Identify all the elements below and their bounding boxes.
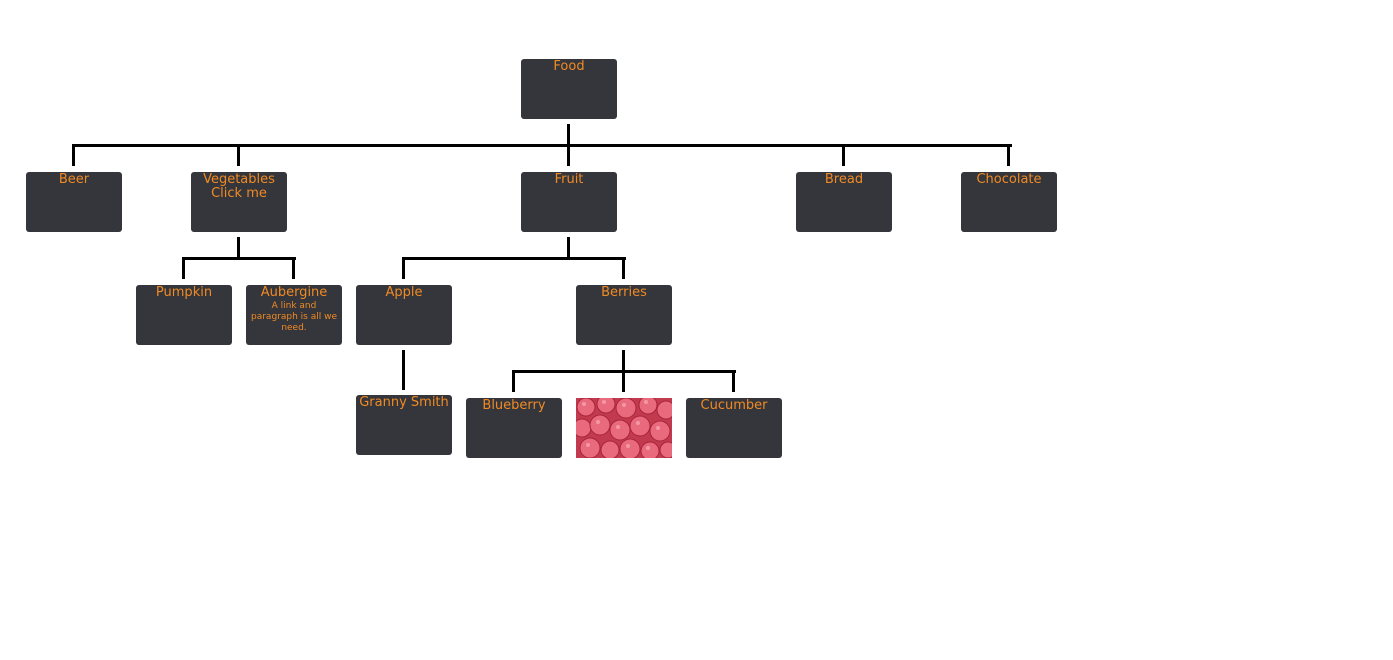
node-aubergine: Aubergine A link and paragraph is all we…	[246, 285, 342, 345]
connector-line	[402, 257, 626, 260]
node-granny-smith: Granny Smith	[356, 395, 452, 455]
aubergine-link[interactable]: Aubergine	[260, 285, 328, 300]
node-label: Vegetables	[203, 172, 275, 187]
connector-line	[842, 144, 845, 166]
node-berries: Berries	[576, 285, 672, 345]
node-label-group: Vegetables Click me	[191, 172, 287, 201]
connector-line	[622, 350, 625, 373]
connector-line	[567, 237, 570, 260]
node-cucumber: Cucumber	[686, 398, 782, 458]
node-apple: Apple	[356, 285, 452, 345]
raspberries-image	[576, 398, 672, 458]
node-label: Bread	[824, 172, 864, 187]
connector-line	[292, 257, 295, 279]
node-label: Granny Smith	[359, 395, 449, 410]
connector-line	[237, 237, 240, 260]
connector-line	[622, 370, 625, 392]
node-label: Chocolate	[976, 172, 1042, 187]
node-label: Pumpkin	[155, 285, 213, 300]
connector-line	[1007, 144, 1010, 166]
connector-line	[622, 257, 625, 279]
connector-line	[402, 350, 405, 390]
node-chocolate: Chocolate	[961, 172, 1057, 232]
node-fruit: Fruit	[521, 172, 617, 232]
node-paragraph: A link and paragraph is all we need.	[251, 301, 337, 333]
node-vegetables: Vegetables Click me	[191, 172, 287, 232]
connector-line	[237, 144, 240, 166]
node-beer: Beer	[26, 172, 122, 232]
node-label: Berries	[601, 285, 647, 300]
click-me-link[interactable]: Click me	[211, 186, 267, 201]
node-bread: Bread	[796, 172, 892, 232]
raspberries-photo	[576, 398, 672, 458]
connector-line	[567, 124, 570, 147]
node-label: Cucumber	[700, 398, 768, 413]
node-label: Beer	[58, 172, 90, 187]
node-food: Food	[521, 59, 617, 119]
connector-line	[512, 370, 515, 392]
node-blueberry: Blueberry	[466, 398, 562, 458]
connector-line	[182, 257, 296, 260]
connector-line	[732, 370, 735, 392]
node-label: Apple	[385, 285, 423, 300]
connector-line	[567, 144, 570, 166]
connector-line	[182, 257, 185, 279]
connector-line	[72, 144, 75, 166]
node-label: Food	[553, 59, 585, 74]
node-label: Fruit	[554, 172, 584, 187]
connector-line	[72, 144, 1012, 147]
node-pumpkin: Pumpkin	[136, 285, 232, 345]
connector-line	[402, 257, 405, 279]
node-label: Blueberry	[482, 398, 546, 413]
